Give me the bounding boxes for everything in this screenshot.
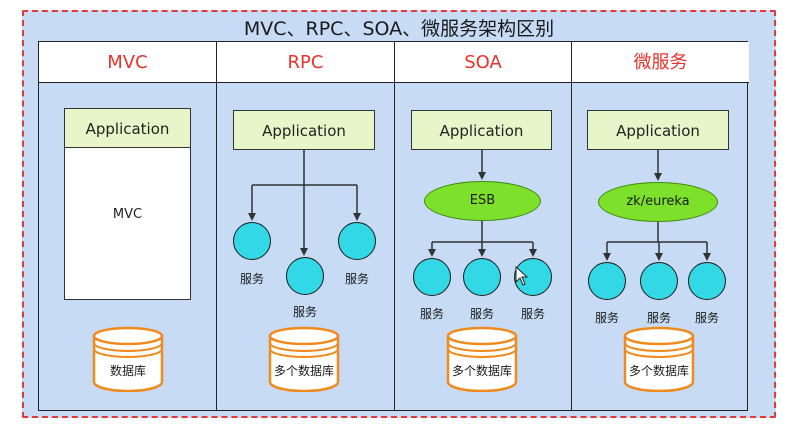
rpc-service-label-3: 服务 — [344, 272, 369, 286]
rpc-service-node-1 — [233, 222, 271, 260]
mvc-database-label: 数据库 — [109, 364, 146, 378]
architecture-table: MVC RPC SOA 微服务 — [38, 41, 749, 411]
column-header-rpc: RPC — [217, 42, 394, 83]
soa-service-label-3: 服务 — [520, 307, 545, 321]
column-header-soa: SOA — [395, 42, 571, 83]
micro-database-label: 多个数据库 — [628, 364, 689, 378]
column-microservice: 微服务 — [572, 42, 749, 410]
diagram-title: MVC、RPC、SOA、微服务架构区别 — [243, 18, 555, 40]
column-header-mvc: MVC — [39, 42, 216, 83]
soa-application-box: Application — [411, 110, 552, 150]
esb-bus: ESB — [424, 181, 541, 221]
column-soa: SOA — [395, 42, 572, 410]
soa-service-node-1 — [413, 258, 451, 296]
column-mvc: MVC — [39, 42, 217, 410]
rpc-service-node-3 — [338, 222, 376, 260]
mouse-cursor-icon — [515, 266, 529, 286]
column-header-microservice: 微服务 — [572, 42, 749, 83]
database-icon — [268, 326, 340, 393]
rpc-database: 多个数据库 — [268, 326, 340, 393]
column-rpc: RPC — [217, 42, 395, 410]
database-icon — [92, 326, 164, 393]
micro-service-label-1: 服务 — [594, 311, 619, 325]
micro-service-label-2: 服务 — [646, 311, 671, 325]
soa-service-label-2: 服务 — [469, 307, 494, 321]
database-icon — [446, 326, 518, 393]
micro-database: 多个数据库 — [623, 326, 695, 393]
soa-database: 多个数据库 — [446, 326, 518, 393]
soa-service-node-2 — [463, 258, 501, 296]
micro-application-box: Application — [587, 110, 729, 150]
micro-service-node-1 — [588, 262, 626, 300]
rpc-service-node-2 — [286, 257, 324, 295]
micro-service-node-3 — [688, 262, 726, 300]
rpc-service-label-2: 服务 — [292, 305, 317, 319]
soa-service-label-1: 服务 — [419, 307, 444, 321]
mvc-application-box: Application — [64, 108, 191, 148]
rpc-database-label: 多个数据库 — [273, 364, 334, 378]
soa-database-label: 多个数据库 — [451, 364, 512, 378]
micro-service-node-2 — [640, 262, 678, 300]
registry-zk-eureka: zk/eureka — [598, 182, 718, 222]
mvc-database: 数据库 — [92, 326, 164, 393]
dashed-frame — [22, 10, 776, 418]
micro-service-label-3: 服务 — [694, 311, 719, 325]
rpc-application-box: Application — [233, 110, 375, 150]
mvc-inner-label: MVC — [112, 207, 143, 222]
rpc-service-label-1: 服务 — [239, 272, 264, 286]
database-icon — [623, 326, 695, 393]
